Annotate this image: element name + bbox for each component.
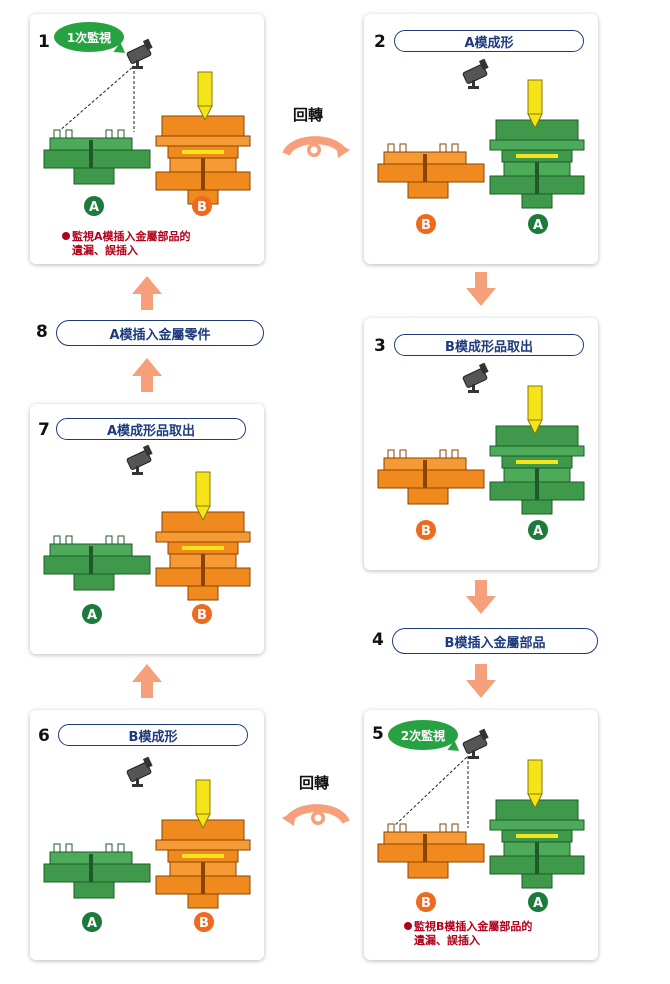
camera-icon [125, 756, 154, 788]
step-label: B模成形 [58, 724, 248, 746]
note-line-1: 監視B模插入金屬部品的 [414, 920, 533, 933]
mold-a-badge [528, 214, 548, 234]
arrow-down-icon [466, 664, 496, 698]
step-7-illustration: A B [43, 444, 251, 624]
rotate-arrow-icon [282, 136, 350, 158]
step-number: 7 [38, 420, 50, 440]
monitor-bubble: 2次監視 [388, 720, 458, 750]
step-label: B模成形品取出 [394, 334, 584, 356]
step-number: 2 [374, 32, 386, 52]
svg-text:B: B [197, 608, 207, 623]
step-7-card: A B 7 A模成形品取出 [30, 404, 264, 654]
mold-b-badge [416, 520, 436, 540]
step-5-card: B A 5 2次監視 監視B模插入金屬部品的 遺漏、誤插入 [364, 710, 598, 960]
note-line-2: 遺漏、誤插入 [414, 934, 480, 947]
rotate-arrow-icon [282, 804, 350, 826]
bullet-icon [404, 922, 412, 930]
camera-icon [125, 444, 154, 476]
svg-text:A: A [533, 524, 543, 539]
camera-icon [461, 58, 490, 90]
step-2-card: B A 2 A模成形 [364, 14, 598, 264]
step-number: 6 [38, 726, 50, 746]
rotate-label-bottom: 回轉 [299, 774, 330, 792]
mold-a-badge [82, 604, 102, 624]
step-number: 1 [38, 32, 50, 52]
arrow-down-icon [466, 580, 496, 614]
arrow-down-icon [466, 272, 496, 306]
step-1-card: A B 1 1次監視 監視A模插入金屬部品的 遺漏、誤插入 [30, 14, 264, 264]
svg-text:B: B [197, 200, 207, 215]
step-2-illustration: B A [377, 58, 585, 234]
step-6-illustration: A B [43, 756, 251, 932]
rotate-label-top: 回轉 [293, 106, 324, 124]
note-line-1: 監視A模插入金屬部品的 [72, 230, 191, 243]
svg-text:B: B [421, 896, 431, 911]
mold-b-badge [416, 214, 436, 234]
monitor-note: 監視A模插入金屬部品的 遺漏、誤插入 [62, 230, 191, 258]
svg-text:A: A [87, 916, 97, 931]
mold-a-badge [528, 520, 548, 540]
step-3-illustration: B A [377, 362, 585, 540]
step-5-illustration: B A [377, 728, 585, 912]
step-3-card: B A 3 B模成形品取出 [364, 318, 598, 570]
svg-text:A: A [89, 200, 99, 215]
step-1-illustration: A B [43, 38, 251, 216]
svg-text:A: A [87, 608, 97, 623]
step-4-number: 4 [372, 630, 384, 650]
step-label: A模成形 [394, 30, 584, 52]
camera-icon [125, 38, 154, 70]
bullet-icon [62, 232, 70, 240]
step-number: 3 [374, 336, 386, 356]
svg-text:A: A [533, 896, 543, 911]
monitor-note: 監視B模插入金屬部品的 遺漏、誤插入 [404, 920, 532, 948]
mold-b-badge [194, 912, 214, 932]
svg-text:A: A [533, 218, 543, 233]
step-8-label: A模插入金屬零件 [56, 320, 264, 346]
step-number: 5 [372, 724, 384, 744]
step-4-label: B模插入金屬部品 [392, 628, 598, 654]
svg-text:B: B [421, 218, 431, 233]
step-6-card: A B 6 B模成形 [30, 710, 264, 960]
step-label: A模成形品取出 [56, 418, 246, 440]
mold-a-badge [82, 912, 102, 932]
camera-icon [461, 728, 490, 760]
camera-icon [461, 362, 490, 394]
arrow-up-icon [132, 358, 162, 392]
svg-text:B: B [199, 916, 209, 931]
mold-b-badge [192, 196, 212, 216]
svg-text:B: B [421, 524, 431, 539]
mold-a-badge [84, 196, 104, 216]
mold-a-badge [528, 892, 548, 912]
arrow-up-icon [132, 276, 162, 310]
mold-b-badge [416, 892, 436, 912]
note-line-2: 遺漏、誤插入 [72, 244, 138, 257]
step-8-number: 8 [36, 322, 48, 342]
monitor-bubble: 1次監視 [54, 22, 124, 52]
mold-b-badge [192, 604, 212, 624]
arrow-up-icon [132, 664, 162, 698]
